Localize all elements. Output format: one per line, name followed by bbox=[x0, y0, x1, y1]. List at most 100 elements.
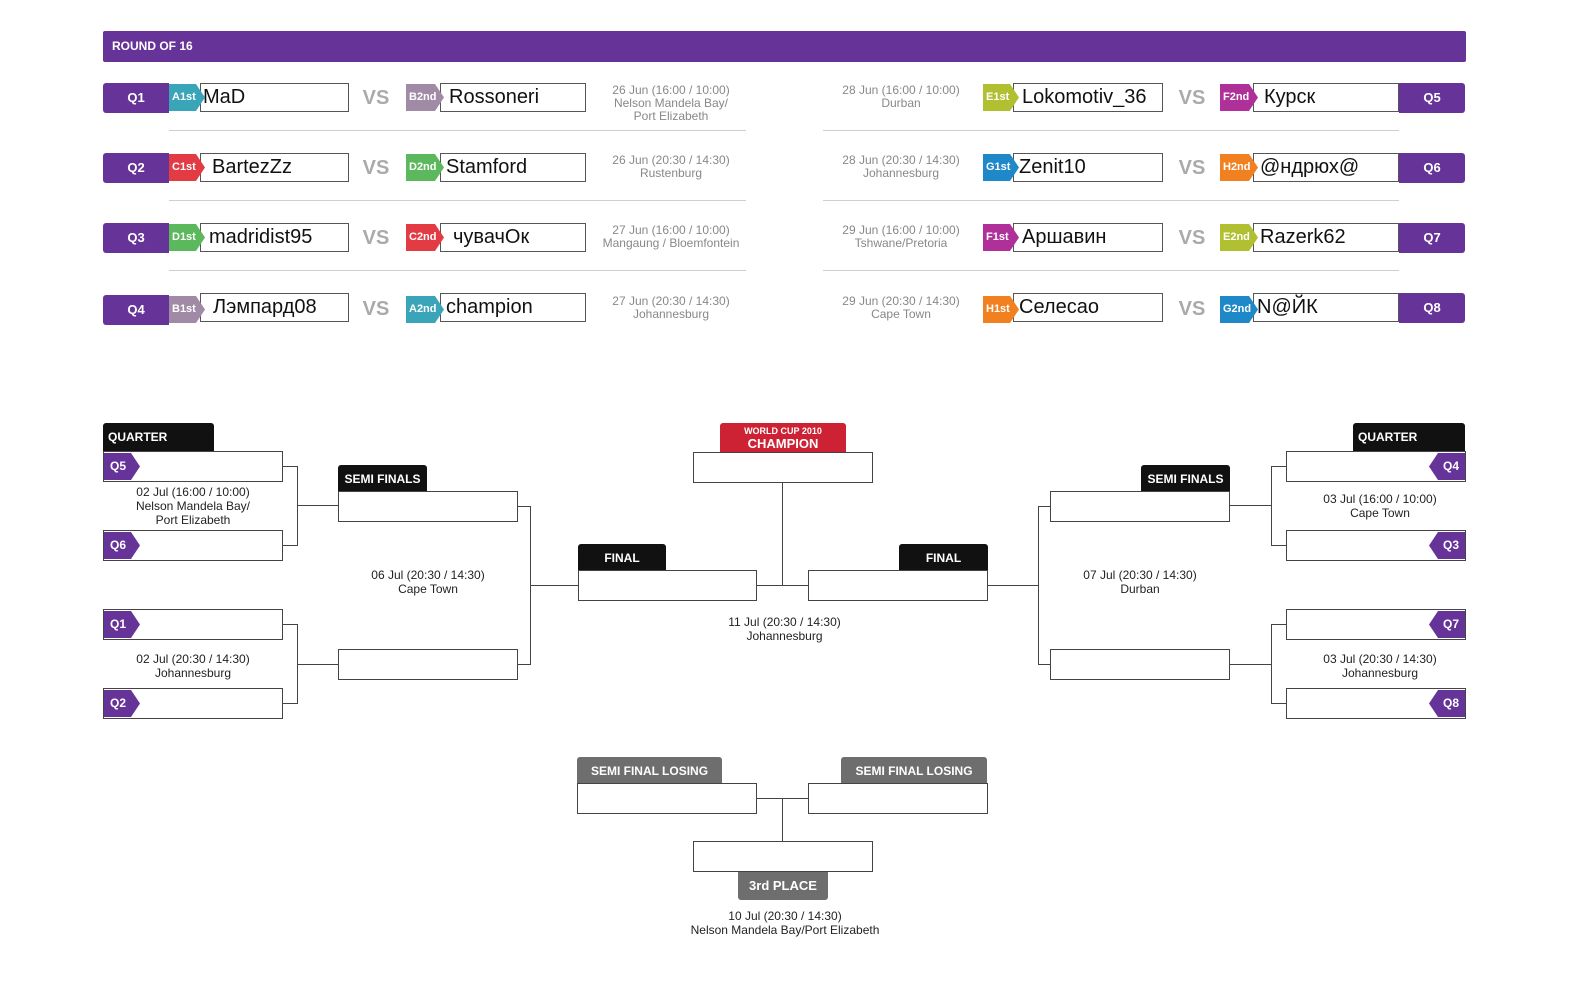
match-label-q7: Q7 bbox=[1399, 223, 1465, 253]
third-place-date: 10 Jul (20:30 / 14:30)Nelson Mandela Bay… bbox=[690, 909, 880, 937]
team-slot[interactable]: Лэмпард08 bbox=[200, 293, 349, 322]
final-title-right: FINAL bbox=[899, 544, 988, 572]
seed-badge: B1st bbox=[169, 296, 205, 323]
connector bbox=[1038, 506, 1050, 507]
connector bbox=[283, 624, 297, 625]
team-slot[interactable]: Lokomotiv_36 bbox=[1013, 83, 1163, 112]
match-label-q4: Q4 bbox=[103, 295, 169, 325]
semi-final-losing-title-left: SEMI FINAL LOSING bbox=[577, 757, 722, 785]
team-slot[interactable]: Аршавин bbox=[1013, 223, 1163, 252]
third-place-slot[interactable] bbox=[808, 783, 988, 814]
match-date: 27 Jun (20:30 / 14:30)Johannesburg bbox=[612, 294, 730, 321]
team-slot[interactable]: Stamford bbox=[440, 153, 586, 182]
seed-badge: H2nd bbox=[1220, 154, 1258, 181]
final-slot[interactable] bbox=[808, 570, 988, 601]
seed-badge: H1st bbox=[983, 296, 1019, 323]
team-slot[interactable]: чувачОк bbox=[440, 223, 586, 252]
team-name: N@ЙК bbox=[1257, 296, 1318, 318]
connector bbox=[283, 703, 297, 704]
sf-slot[interactable] bbox=[338, 649, 518, 680]
connector bbox=[782, 483, 783, 585]
team-slot[interactable]: N@ЙК bbox=[1253, 293, 1399, 322]
team-slot[interactable]: champion bbox=[440, 293, 586, 322]
connector bbox=[1271, 466, 1272, 546]
match-label-q1: Q1 bbox=[103, 83, 169, 113]
team-name: BartezZz bbox=[212, 156, 293, 178]
final-slot[interactable] bbox=[578, 570, 757, 601]
qf-seed-tag: Q1 bbox=[104, 611, 140, 638]
team-name: Razerk62 bbox=[1260, 226, 1346, 248]
qf-seed-tag: Q4 bbox=[1429, 453, 1465, 480]
match-date: 29 Jun (16:00 / 10:00)Tshwane/Pretoria bbox=[842, 223, 960, 250]
team-slot[interactable]: Курск bbox=[1253, 83, 1399, 112]
match-label-q5: Q5 bbox=[1399, 83, 1465, 113]
vs-label: VS bbox=[1178, 227, 1206, 249]
qf-seed-tag: Q3 bbox=[1429, 532, 1465, 559]
team-slot[interactable]: Zenit10 bbox=[1013, 153, 1163, 182]
seed-badge: C1st bbox=[169, 154, 205, 181]
team-name: @ндрюх@ bbox=[1260, 156, 1360, 178]
match-date: 26 Jun (20:30 / 14:30)Rustenburg bbox=[612, 153, 730, 180]
match-date: 28 Jun (16:00 / 10:00)Durban bbox=[842, 83, 960, 110]
seed-badge: D2nd bbox=[406, 154, 444, 181]
sf-slot[interactable] bbox=[338, 491, 518, 522]
team-slot[interactable]: madridist95 bbox=[200, 223, 349, 252]
third-place-slot[interactable] bbox=[577, 783, 757, 814]
sf-date: 07 Jul (20:30 / 14:30)Durban bbox=[1083, 568, 1197, 596]
connector bbox=[1271, 624, 1272, 704]
vs-label: VS bbox=[362, 298, 390, 320]
third-place-winner-slot[interactable] bbox=[693, 841, 873, 872]
team-slot[interactable]: BartezZz bbox=[200, 153, 349, 182]
qf-date: 02 Jul (16:00 / 10:00)Nelson Mandela Bay… bbox=[135, 485, 251, 527]
connector bbox=[1038, 506, 1039, 665]
seed-badge: E2nd bbox=[1220, 224, 1258, 251]
team-name: Zenit10 bbox=[1019, 156, 1086, 178]
sf-slot[interactable] bbox=[1050, 491, 1230, 522]
connector bbox=[1230, 505, 1271, 506]
qf-seed-tag: Q2 bbox=[104, 690, 140, 717]
match-label-q8: Q8 bbox=[1399, 293, 1465, 323]
team-slot[interactable]: MaD bbox=[200, 83, 349, 112]
qf-date: 03 Jul (16:00 / 10:00)Cape Town bbox=[1323, 492, 1437, 520]
seed-badge: D1st bbox=[169, 224, 205, 251]
match-date: 27 Jun (16:00 / 10:00)Mangaung / Bloemfo… bbox=[602, 223, 740, 250]
vs-label: VS bbox=[1178, 157, 1206, 179]
team-name: champion bbox=[446, 296, 533, 318]
connector bbox=[1271, 545, 1286, 546]
row-separator bbox=[169, 200, 746, 201]
match-label-q2: Q2 bbox=[103, 153, 169, 183]
seed-badge: A2nd bbox=[406, 296, 444, 323]
row-separator bbox=[169, 130, 746, 131]
seed-badge: A1st bbox=[169, 84, 205, 111]
round-of-16-header: ROUND OF 16 bbox=[103, 31, 1466, 62]
team-slot[interactable]: Razerk62 bbox=[1253, 223, 1399, 252]
qf-seed-tag: Q6 bbox=[104, 532, 140, 559]
seed-badge: F1st bbox=[983, 224, 1019, 251]
connector bbox=[1271, 624, 1286, 625]
final-date: 11 Jul (20:30 / 14:30)Johannesburg bbox=[728, 615, 841, 643]
vs-label: VS bbox=[1178, 298, 1206, 320]
qf-date: 03 Jul (20:30 / 14:30)Johannesburg bbox=[1323, 652, 1437, 680]
connector bbox=[1038, 664, 1050, 665]
team-slot[interactable]: @ндрюх@ bbox=[1253, 153, 1399, 182]
connector bbox=[1230, 664, 1271, 665]
seed-badge: F2nd bbox=[1220, 84, 1258, 111]
team-name: Лэмпард08 bbox=[213, 296, 317, 318]
team-slot[interactable]: Rossoneri bbox=[440, 83, 586, 112]
champion-title: WORLD CUP 2010 CHAMPION bbox=[720, 423, 846, 453]
match-label-q3: Q3 bbox=[103, 223, 169, 253]
third-place-title: 3rd PLACE bbox=[738, 872, 828, 900]
match-date: 28 Jun (20:30 / 14:30)Johannesburg bbox=[842, 153, 960, 180]
champion-slot[interactable] bbox=[693, 452, 873, 483]
connector bbox=[518, 664, 530, 665]
semi-finals-title-left: SEMI FINALS bbox=[338, 465, 427, 493]
match-date: 29 Jun (20:30 / 14:30)Cape Town bbox=[842, 294, 960, 321]
vs-label: VS bbox=[362, 87, 390, 109]
team-slot[interactable]: Селесао bbox=[1013, 293, 1163, 322]
team-name: madridist95 bbox=[209, 226, 313, 248]
match-label-q6: Q6 bbox=[1399, 153, 1465, 183]
connector bbox=[1271, 466, 1286, 467]
team-name: Селесао bbox=[1019, 296, 1099, 318]
vs-label: VS bbox=[362, 227, 390, 249]
sf-slot[interactable] bbox=[1050, 649, 1230, 680]
